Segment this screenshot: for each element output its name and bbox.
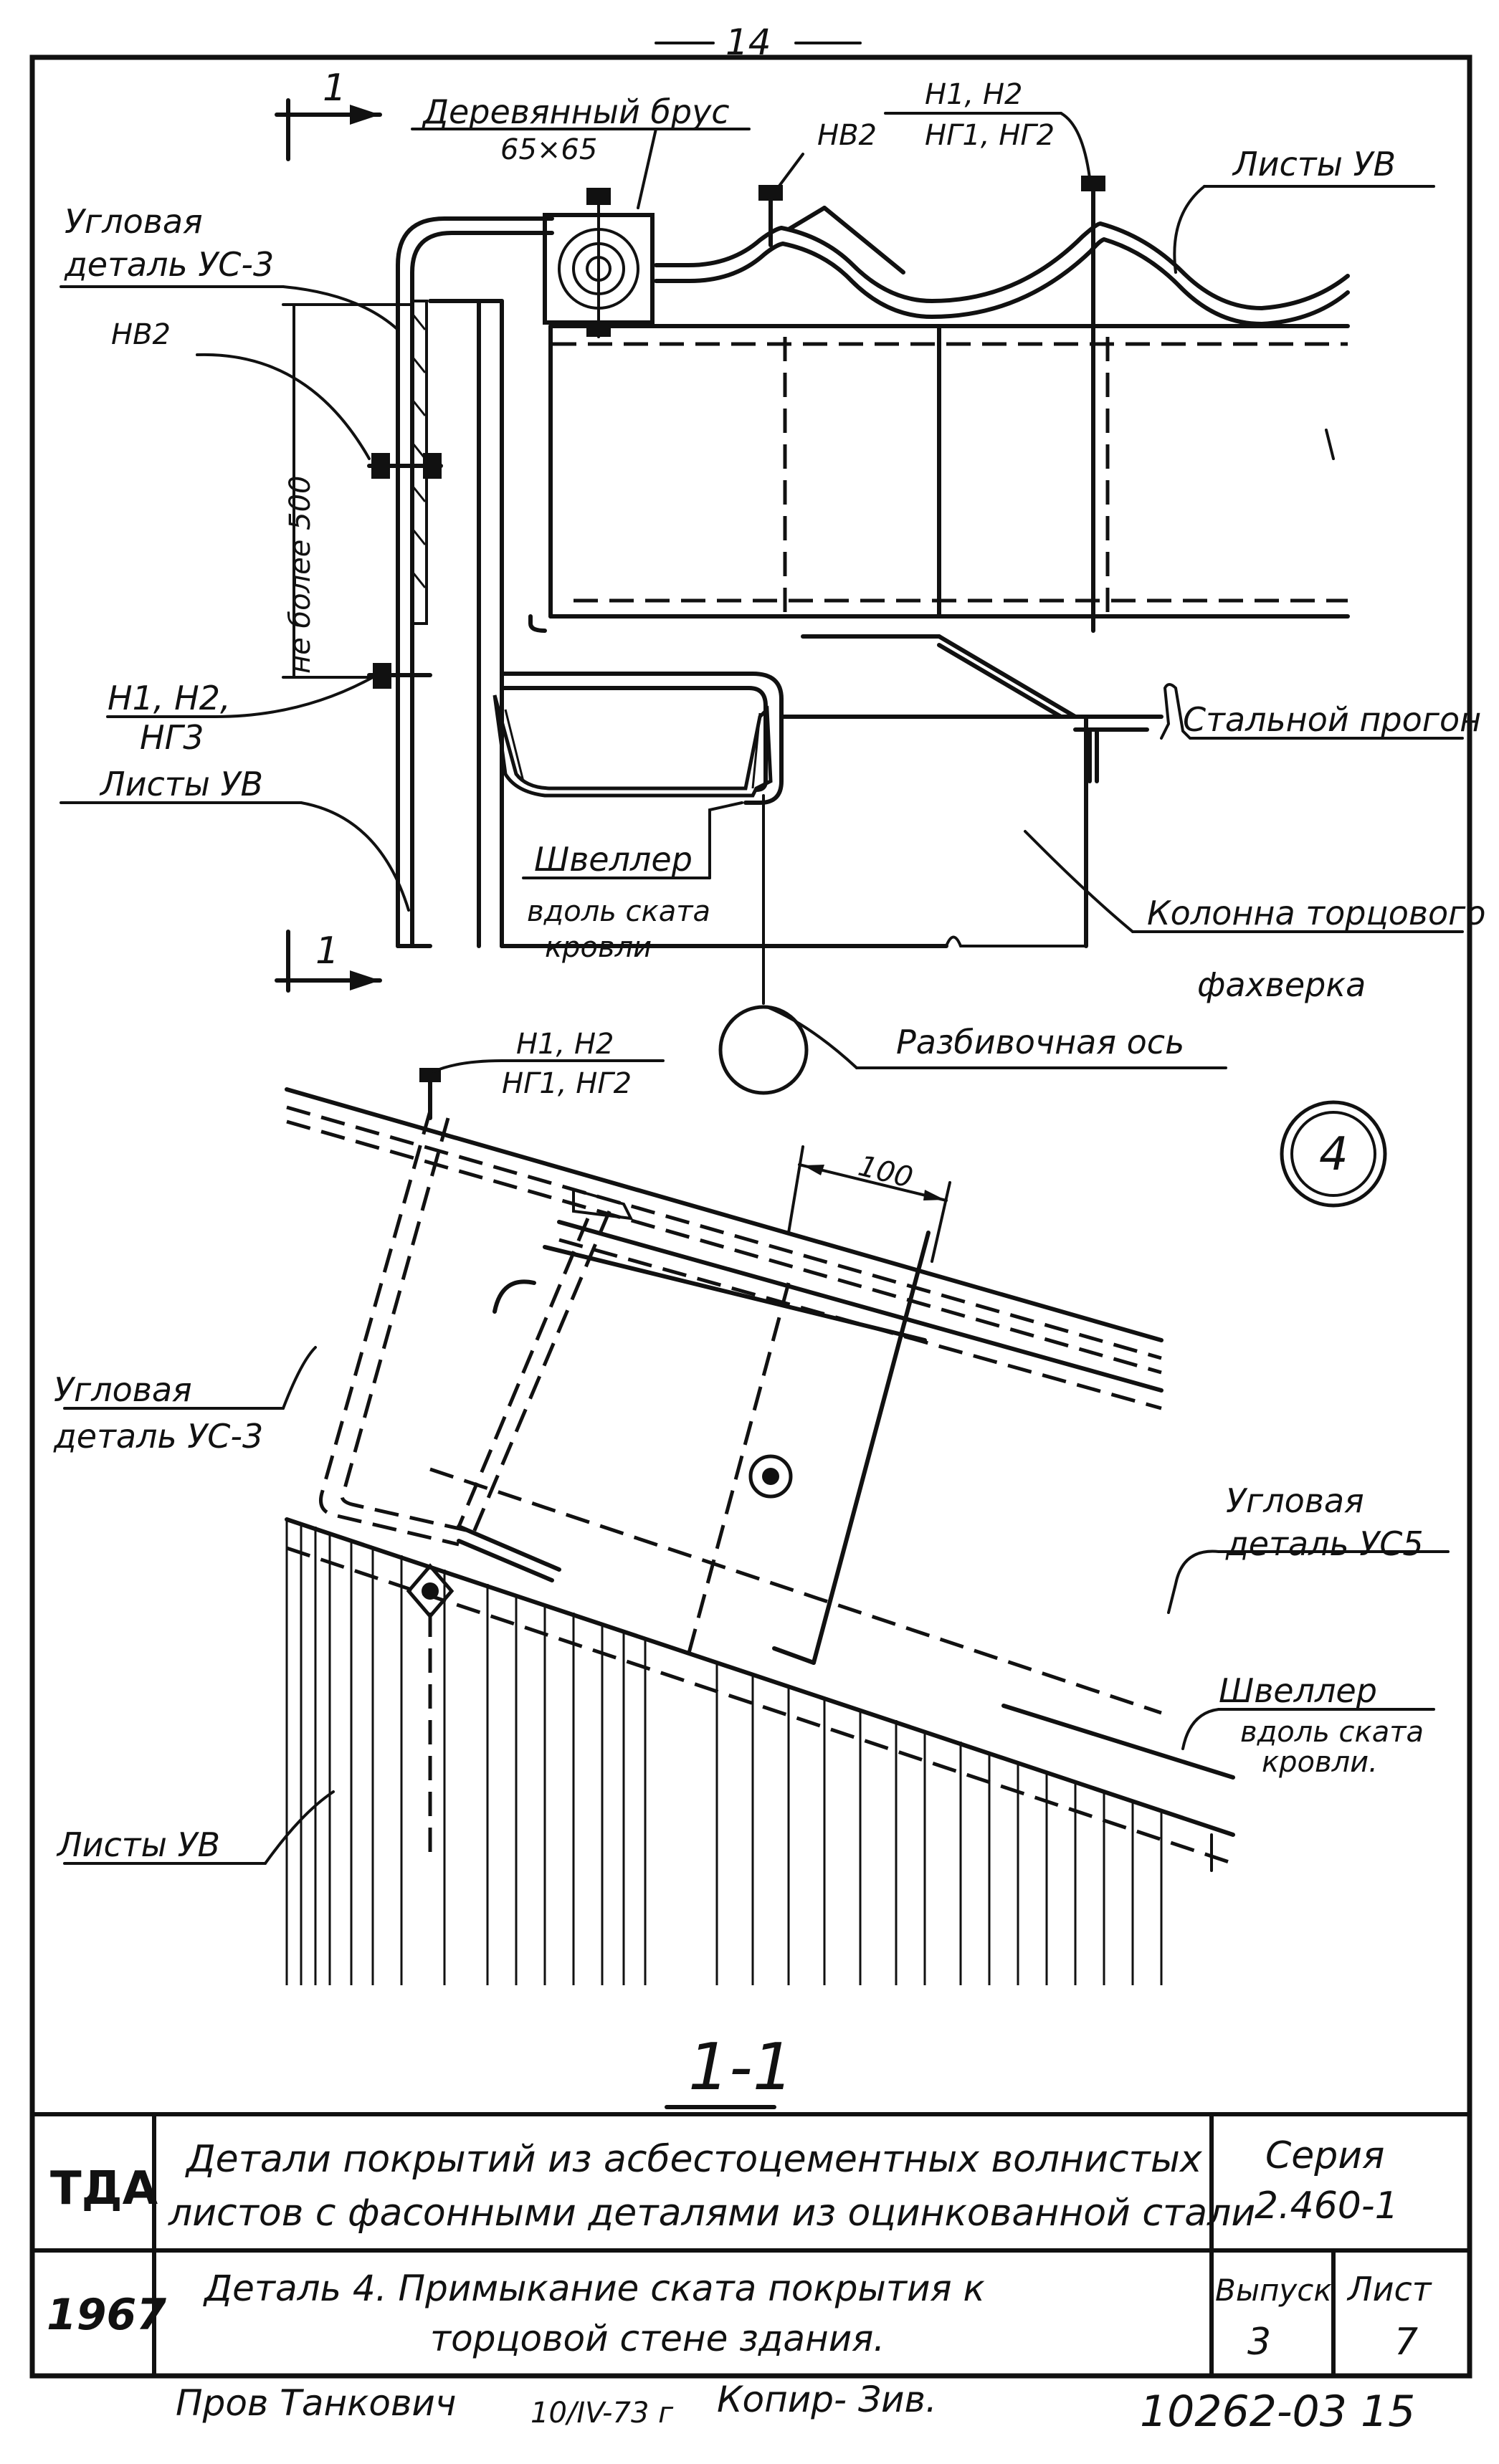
title-block: ТДА 1967 Детали покрытий из асбестоцемен… xyxy=(30,2112,1472,2378)
footer-date: 10/IV-73 г xyxy=(530,2397,674,2430)
label-timber-beam: Деревянный брус xyxy=(422,92,730,131)
label-bottom-fasteners-b: НГ1, НГ2 xyxy=(502,1067,632,1100)
label-timber-beam-size: 65×65 xyxy=(500,133,597,166)
section-mark-bottom: 1 xyxy=(275,930,382,993)
label-fasteners-left-b: НГ3 xyxy=(140,718,204,757)
label-corner-part-b: деталь УС-3 xyxy=(64,245,274,284)
bottom-section-detail: 100 4 Н1, Н2 НГ1, НГ2 Угловая деталь УС-… xyxy=(53,1028,1450,2109)
label-corner-us3-b: деталь УС-3 xyxy=(53,1417,263,1456)
label-bottom-channel-c: кровли. xyxy=(1262,1746,1378,1779)
corner-detail-us3-bottom xyxy=(319,1068,927,1582)
label-fasteners-left-a: Н1, Н2, xyxy=(108,679,231,717)
detail-line-1: Деталь 4. Примыкание ската покрытия к xyxy=(203,2268,985,2309)
dimension-100-label: 100 xyxy=(855,1150,916,1195)
footer-checked: Пров Танкович xyxy=(176,2382,456,2424)
steel-purlin xyxy=(528,324,1350,783)
section-mark-top: 1 xyxy=(275,67,382,161)
label-bottom-channel-b: вдоль ската xyxy=(1240,1716,1424,1749)
detail-number-badge: 4 xyxy=(1280,1100,1387,1208)
channel-section xyxy=(492,672,1092,948)
label-fasteners-top-1b: НГ1, НГ2 xyxy=(925,119,1055,152)
outer-frame xyxy=(29,54,1472,2379)
label-column-b: фахверка xyxy=(1197,965,1366,1004)
title-org: ТДА xyxy=(50,2162,158,2215)
label-sheets-left: Листы УВ xyxy=(99,765,263,803)
left-fasteners xyxy=(367,453,443,689)
footer-notes: Пров Танкович 10/IV-73 г Копир- Зив. 102… xyxy=(176,2379,1415,2437)
label-fastener-left-nv2: НВ2 xyxy=(111,318,171,351)
label-column-a: Колонна торцового xyxy=(1147,894,1485,932)
label-corner-us5-a: Угловая xyxy=(1226,1481,1364,1520)
label-channel-b: вдоль ската xyxy=(527,895,710,928)
sheet-label: Лист xyxy=(1346,2270,1432,2308)
corner-detail-us5 xyxy=(686,1231,931,1665)
series-label: Серия xyxy=(1265,2134,1384,2177)
title-line-2: листов с фасонными деталями из оцинкован… xyxy=(168,2192,1255,2235)
bolt-diamond xyxy=(406,1563,455,1863)
wall-sheets-hatching xyxy=(285,1519,1163,1985)
label-corner-us5-b: деталь УС5 xyxy=(1225,1524,1424,1563)
label-corner-part-a: Угловая xyxy=(65,202,203,241)
issue-label: Выпуск xyxy=(1215,2273,1332,2308)
label-sheets-top-right: Листы УВ xyxy=(1232,145,1396,183)
title-year: 1967 xyxy=(47,2290,166,2340)
dimension-vertical-label: не более 500 xyxy=(284,476,317,674)
section-title: 1-1 xyxy=(688,2030,794,2105)
label-fasteners-top-1a: Н1, Н2 xyxy=(925,78,1022,111)
section-mark-number-bottom: 1 xyxy=(315,930,339,973)
axis-marker xyxy=(718,794,809,1095)
label-bottom-channel-a: Швеллер xyxy=(1219,1671,1377,1710)
roof-sheets-corrugated xyxy=(654,176,1350,633)
corner-detail-us3 xyxy=(396,216,554,948)
detail-line-2: торцовой стене здания. xyxy=(430,2318,885,2359)
top-section-detail: 1 1 xyxy=(60,67,1485,1095)
label-fastener-top-nv2: НВ2 xyxy=(817,119,877,152)
label-steel-purlin: Стальной прогон xyxy=(1183,700,1481,739)
label-bottom-sheets: Листы УВ xyxy=(56,1825,220,1864)
series-value: 2.460-1 xyxy=(1255,2184,1399,2227)
vertical-dimension: не более 500 xyxy=(282,303,414,679)
label-corner-us3-a: Угловая xyxy=(54,1370,192,1409)
label-channel-a: Швеллер xyxy=(534,840,693,879)
footer-code: 10262-03 15 xyxy=(1140,2387,1415,2437)
top-leader-lines xyxy=(60,112,1464,1069)
roof-slope-lines xyxy=(285,1087,1235,1866)
label-channel-c: кровли xyxy=(545,931,652,964)
label-bottom-fasteners-a: Н1, Н2 xyxy=(516,1028,614,1061)
sheet-value: 7 xyxy=(1394,2321,1418,2364)
detail-number: 4 xyxy=(1319,1128,1348,1181)
bottom-leader-lines xyxy=(63,1059,1450,1872)
footer-copy: Копир- Зив. xyxy=(717,2379,937,2420)
label-axis-line: Разбивочная ось xyxy=(896,1023,1184,1061)
section-mark-number: 1 xyxy=(323,67,346,110)
issue-value: 3 xyxy=(1247,2321,1271,2364)
timber-beam xyxy=(543,188,655,338)
title-line-1: Детали покрытий из асбестоцементных волн… xyxy=(185,2138,1203,2181)
column-lines xyxy=(428,299,504,948)
